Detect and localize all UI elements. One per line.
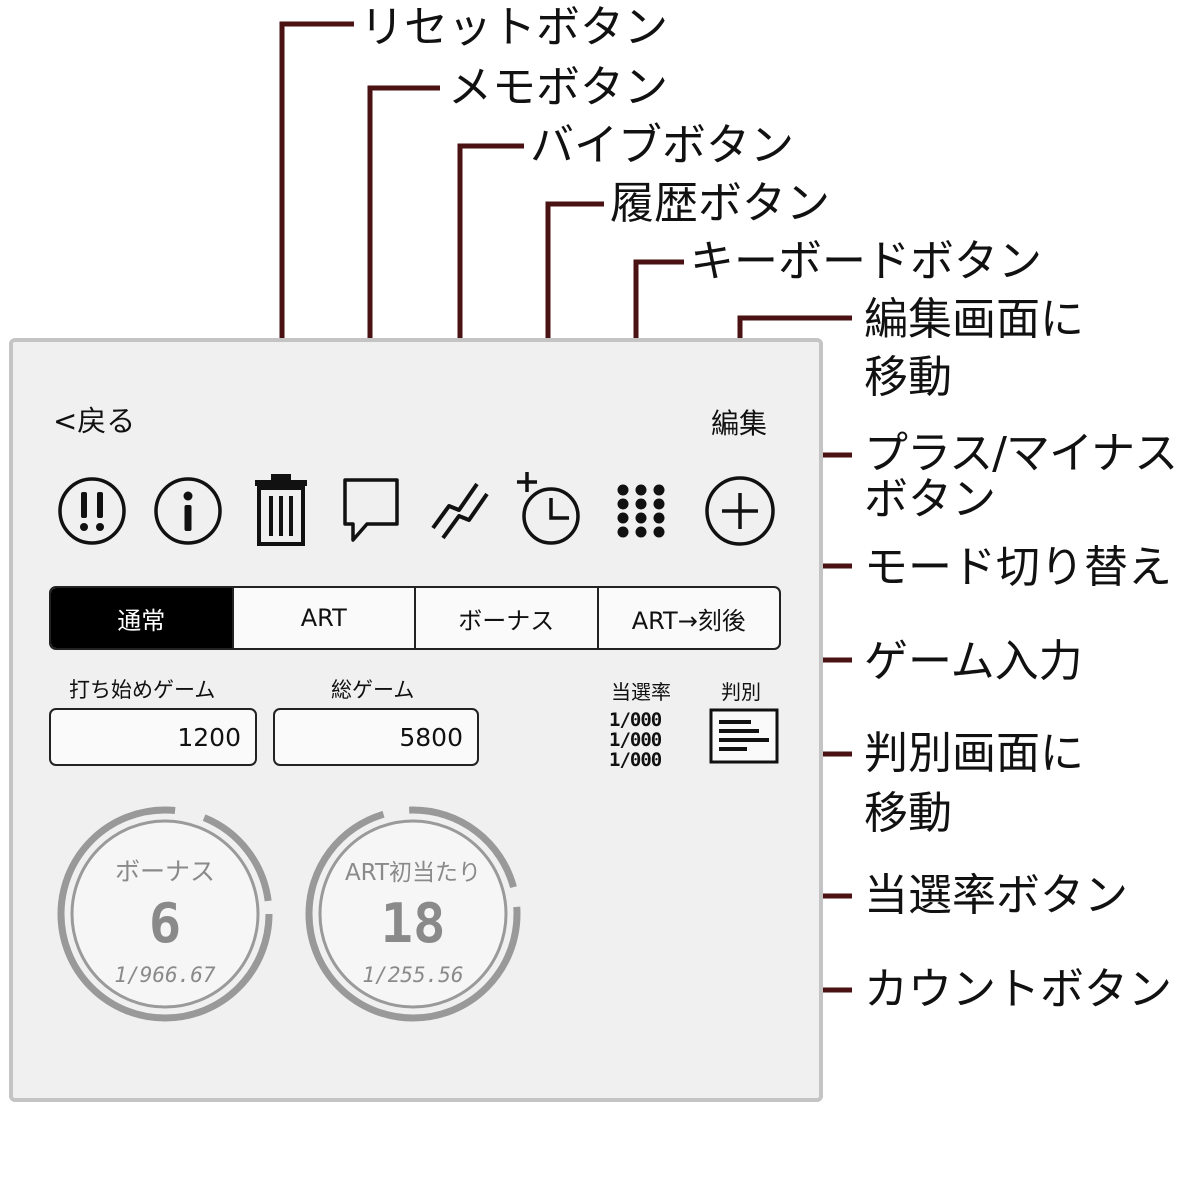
annotation-edit-line2: 移動 xyxy=(864,352,952,403)
counter-rate: 1/966.67 xyxy=(114,963,216,987)
annotation-mode: モード切り替え xyxy=(864,542,1172,593)
annotation-judge-line1: 判別画面に xyxy=(864,728,1084,779)
edit-button[interactable]: 編集 xyxy=(711,407,768,440)
history-icon[interactable] xyxy=(513,468,581,548)
annotation-judge-line2: 移動 xyxy=(864,788,952,839)
vibrate-icon[interactable] xyxy=(425,474,495,544)
total-game-label: 総ゲーム xyxy=(331,678,415,702)
annotation-edit-line1: 編集画面に xyxy=(864,294,1084,345)
rate-button[interactable]: 1/000 1/000 1/000 xyxy=(609,710,691,770)
rate-line: 1/000 xyxy=(609,729,662,751)
annotation-plusminus-line2: ボタン xyxy=(864,474,996,525)
judge-list-icon[interactable] xyxy=(709,708,779,764)
start-game-field[interactable]: 1200 xyxy=(49,708,257,766)
counter-title: ART初当たり xyxy=(345,860,481,886)
counter-count: 6 xyxy=(149,892,182,955)
annotation-rate: 当選率ボタン xyxy=(864,870,1128,921)
counter-count: 18 xyxy=(380,892,445,955)
mode-tab-art-after[interactable]: ART→刻後 xyxy=(596,588,780,648)
counter-title: ボーナス xyxy=(115,857,215,886)
judge-label: 判別 xyxy=(721,680,761,704)
double-exclamation-icon[interactable] xyxy=(57,476,127,546)
speech-bubble-icon[interactable] xyxy=(339,474,403,546)
start-game-label: 打ち始めゲーム xyxy=(69,678,216,702)
annotation-plusminus-line1: プラス/マイナス xyxy=(864,428,1178,479)
annotation-vibe: バイブボタン xyxy=(530,120,794,171)
annotation-count: カウントボタン xyxy=(864,964,1172,1015)
counter-rate: 1/255.56 xyxy=(362,963,463,987)
trash-icon[interactable] xyxy=(249,472,313,548)
annotation-game-input: ゲーム入力 xyxy=(864,636,1083,687)
app-screen: <戻る 編集 xyxy=(9,338,823,1102)
mode-tab-normal[interactable]: 通常 xyxy=(51,588,232,648)
plus-icon[interactable] xyxy=(703,474,777,548)
annotation-keyboard: キーボードボタン xyxy=(690,236,1042,287)
rate-label: 当選率 xyxy=(611,680,671,704)
annotation-history: 履歴ボタン xyxy=(610,178,830,229)
keypad-icon[interactable] xyxy=(613,480,669,542)
rate-line: 1/000 xyxy=(609,749,662,771)
bonus-counter-button[interactable]: ボーナス 6 1/966.67 xyxy=(55,804,275,1024)
rate-line: 1/000 xyxy=(609,709,662,731)
info-icon[interactable] xyxy=(153,476,223,546)
mode-tab-art[interactable]: ART xyxy=(231,588,415,648)
back-button[interactable]: <戻る xyxy=(53,404,136,438)
mode-segmented-control: 通常 ART ボーナス ART→刻後 xyxy=(49,586,781,650)
art-counter-button[interactable]: ART初当たり 18 1/255.56 xyxy=(303,804,523,1024)
mode-tab-bonus[interactable]: ボーナス xyxy=(414,588,597,648)
total-game-field[interactable]: 5800 xyxy=(273,708,479,766)
annotation-memo: メモボタン xyxy=(448,62,668,113)
annotation-reset: リセットボタン xyxy=(360,2,668,53)
